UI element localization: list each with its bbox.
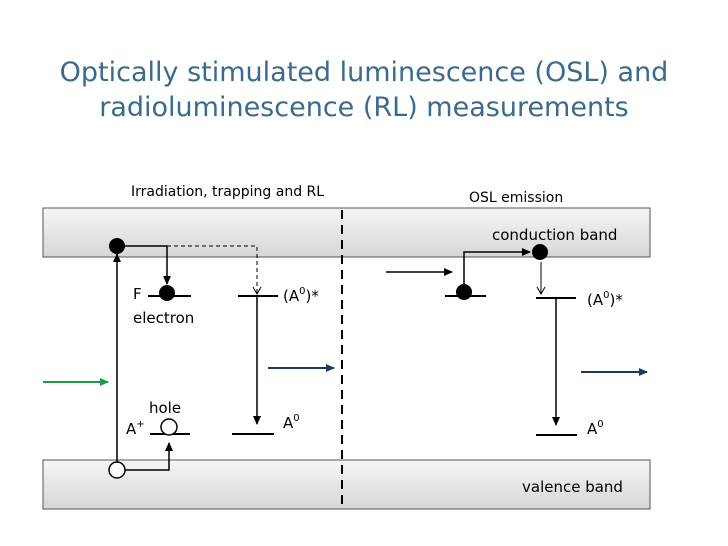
conduction-band [42, 207, 651, 258]
title-line-1: Optically stimulated luminescence (OSL) … [59, 57, 669, 88]
left-ground-label: A0 [283, 413, 300, 432]
left-excited-label: (A0)* [283, 286, 319, 305]
electron-release-path [463, 248, 531, 284]
valence-band [42, 459, 651, 510]
hole-trapping-path [125, 442, 173, 471]
valence-band-label: valence band [522, 478, 623, 496]
title-line-2: radioluminescence (RL) measurements [99, 92, 629, 123]
right-excited-label: (A0)* [587, 290, 623, 309]
slide-title: Optically stimulated luminescence (OSL) … [0, 55, 728, 125]
hole-valence [108, 461, 126, 479]
right-ground-label: A0 [587, 419, 604, 438]
trapped-electron [159, 285, 175, 301]
trapped-hole [160, 418, 178, 436]
electron-label: electron [133, 309, 194, 327]
conduction-electron [532, 244, 548, 260]
right-heading: OSL emission [469, 190, 563, 206]
dashed-recombination-path [167, 245, 262, 296]
a-plus-label: A+ [126, 419, 145, 438]
conduction-band-label: conduction band [492, 226, 617, 244]
right-trapped-electron [456, 284, 472, 300]
f-label: F [133, 285, 142, 303]
hole-label: hole [149, 399, 181, 417]
left-heading: Irradiation, trapping and RL [131, 184, 324, 200]
